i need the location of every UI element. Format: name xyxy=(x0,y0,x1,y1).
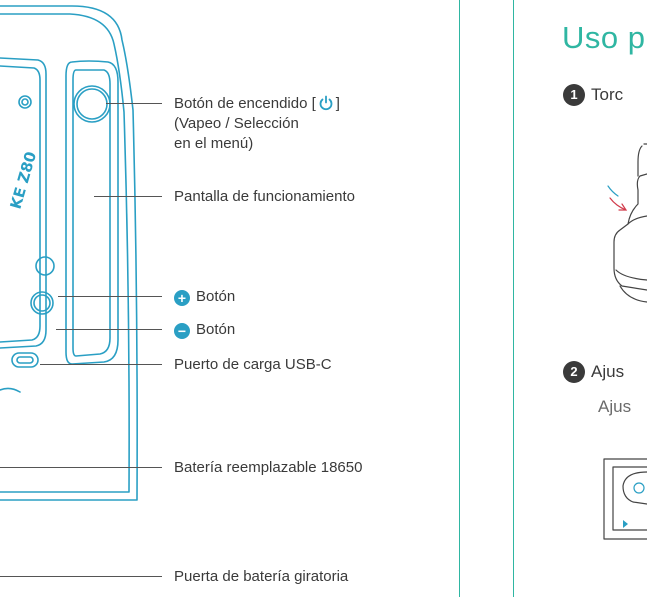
device-illustration: KE Z80 xyxy=(0,5,138,501)
fire-button-ring xyxy=(76,88,108,120)
leader-plus xyxy=(58,296,162,297)
power-label-suffix: ] xyxy=(335,95,340,112)
plus-icon: + xyxy=(174,290,190,306)
column-divider-right xyxy=(513,0,514,597)
side-panel-inner xyxy=(72,69,111,357)
logo-dot xyxy=(18,95,32,109)
fire-button xyxy=(73,85,111,123)
leader-power xyxy=(106,103,162,104)
step-1: 1 Torc xyxy=(563,84,623,106)
minus-icon: − xyxy=(174,323,190,339)
screen-edge-inner xyxy=(0,65,41,343)
plus-button-shape xyxy=(35,256,55,276)
power-icon xyxy=(318,95,334,116)
step-2-number: 2 xyxy=(563,361,585,383)
screen-edge xyxy=(0,57,47,349)
power-button-label-line3: en el menú) xyxy=(174,135,254,152)
minus-button-text: Botón xyxy=(196,321,236,338)
device-body-inner xyxy=(0,13,130,493)
leader-battery xyxy=(0,467,162,468)
battery-label: Batería reemplazable 18650 xyxy=(174,459,363,476)
logo-dot-inner xyxy=(21,98,29,106)
leader-minus xyxy=(56,329,162,330)
step-1-text: Torc xyxy=(591,85,624,104)
leader-display xyxy=(94,196,162,197)
minus-button-label: −Botón xyxy=(174,320,235,339)
battery-door-label: Puerta de batería giratoria xyxy=(174,568,349,585)
step-2-illustration xyxy=(603,458,647,540)
usb-port-label: Puerto de carga USB-C xyxy=(174,356,332,373)
minus-button-ring xyxy=(33,294,51,312)
plus-button-label: + Botón xyxy=(174,287,235,306)
usb-port-shape xyxy=(11,352,39,368)
usb-port-inner xyxy=(16,356,34,364)
step-1-illustration xyxy=(607,143,647,303)
step-2-text: Ajus xyxy=(591,362,625,381)
power-button-label-line2: (Vapeo / Selección xyxy=(174,115,299,132)
step-2-subtext: Ajus xyxy=(598,397,632,416)
step-1-number: 1 xyxy=(563,84,585,106)
column-divider-left xyxy=(459,0,460,597)
display-label: Pantalla de funcionamiento xyxy=(174,188,355,205)
side-panel-outline xyxy=(65,60,119,365)
section-title: Uso p xyxy=(562,20,646,55)
device-brand-text: KE Z80 xyxy=(7,150,41,212)
step-2: 2 Ajus xyxy=(563,361,624,383)
plus-button-text: Botón xyxy=(196,288,236,305)
minus-button-shape xyxy=(30,291,54,315)
bottom-swirl xyxy=(0,387,21,393)
power-button-label: Botón de encendido [] xyxy=(174,94,340,116)
leader-door xyxy=(0,576,162,577)
leader-usb xyxy=(40,364,162,365)
power-label-prefix: Botón de encendido [ xyxy=(174,95,316,112)
device-body-outline xyxy=(0,5,138,501)
